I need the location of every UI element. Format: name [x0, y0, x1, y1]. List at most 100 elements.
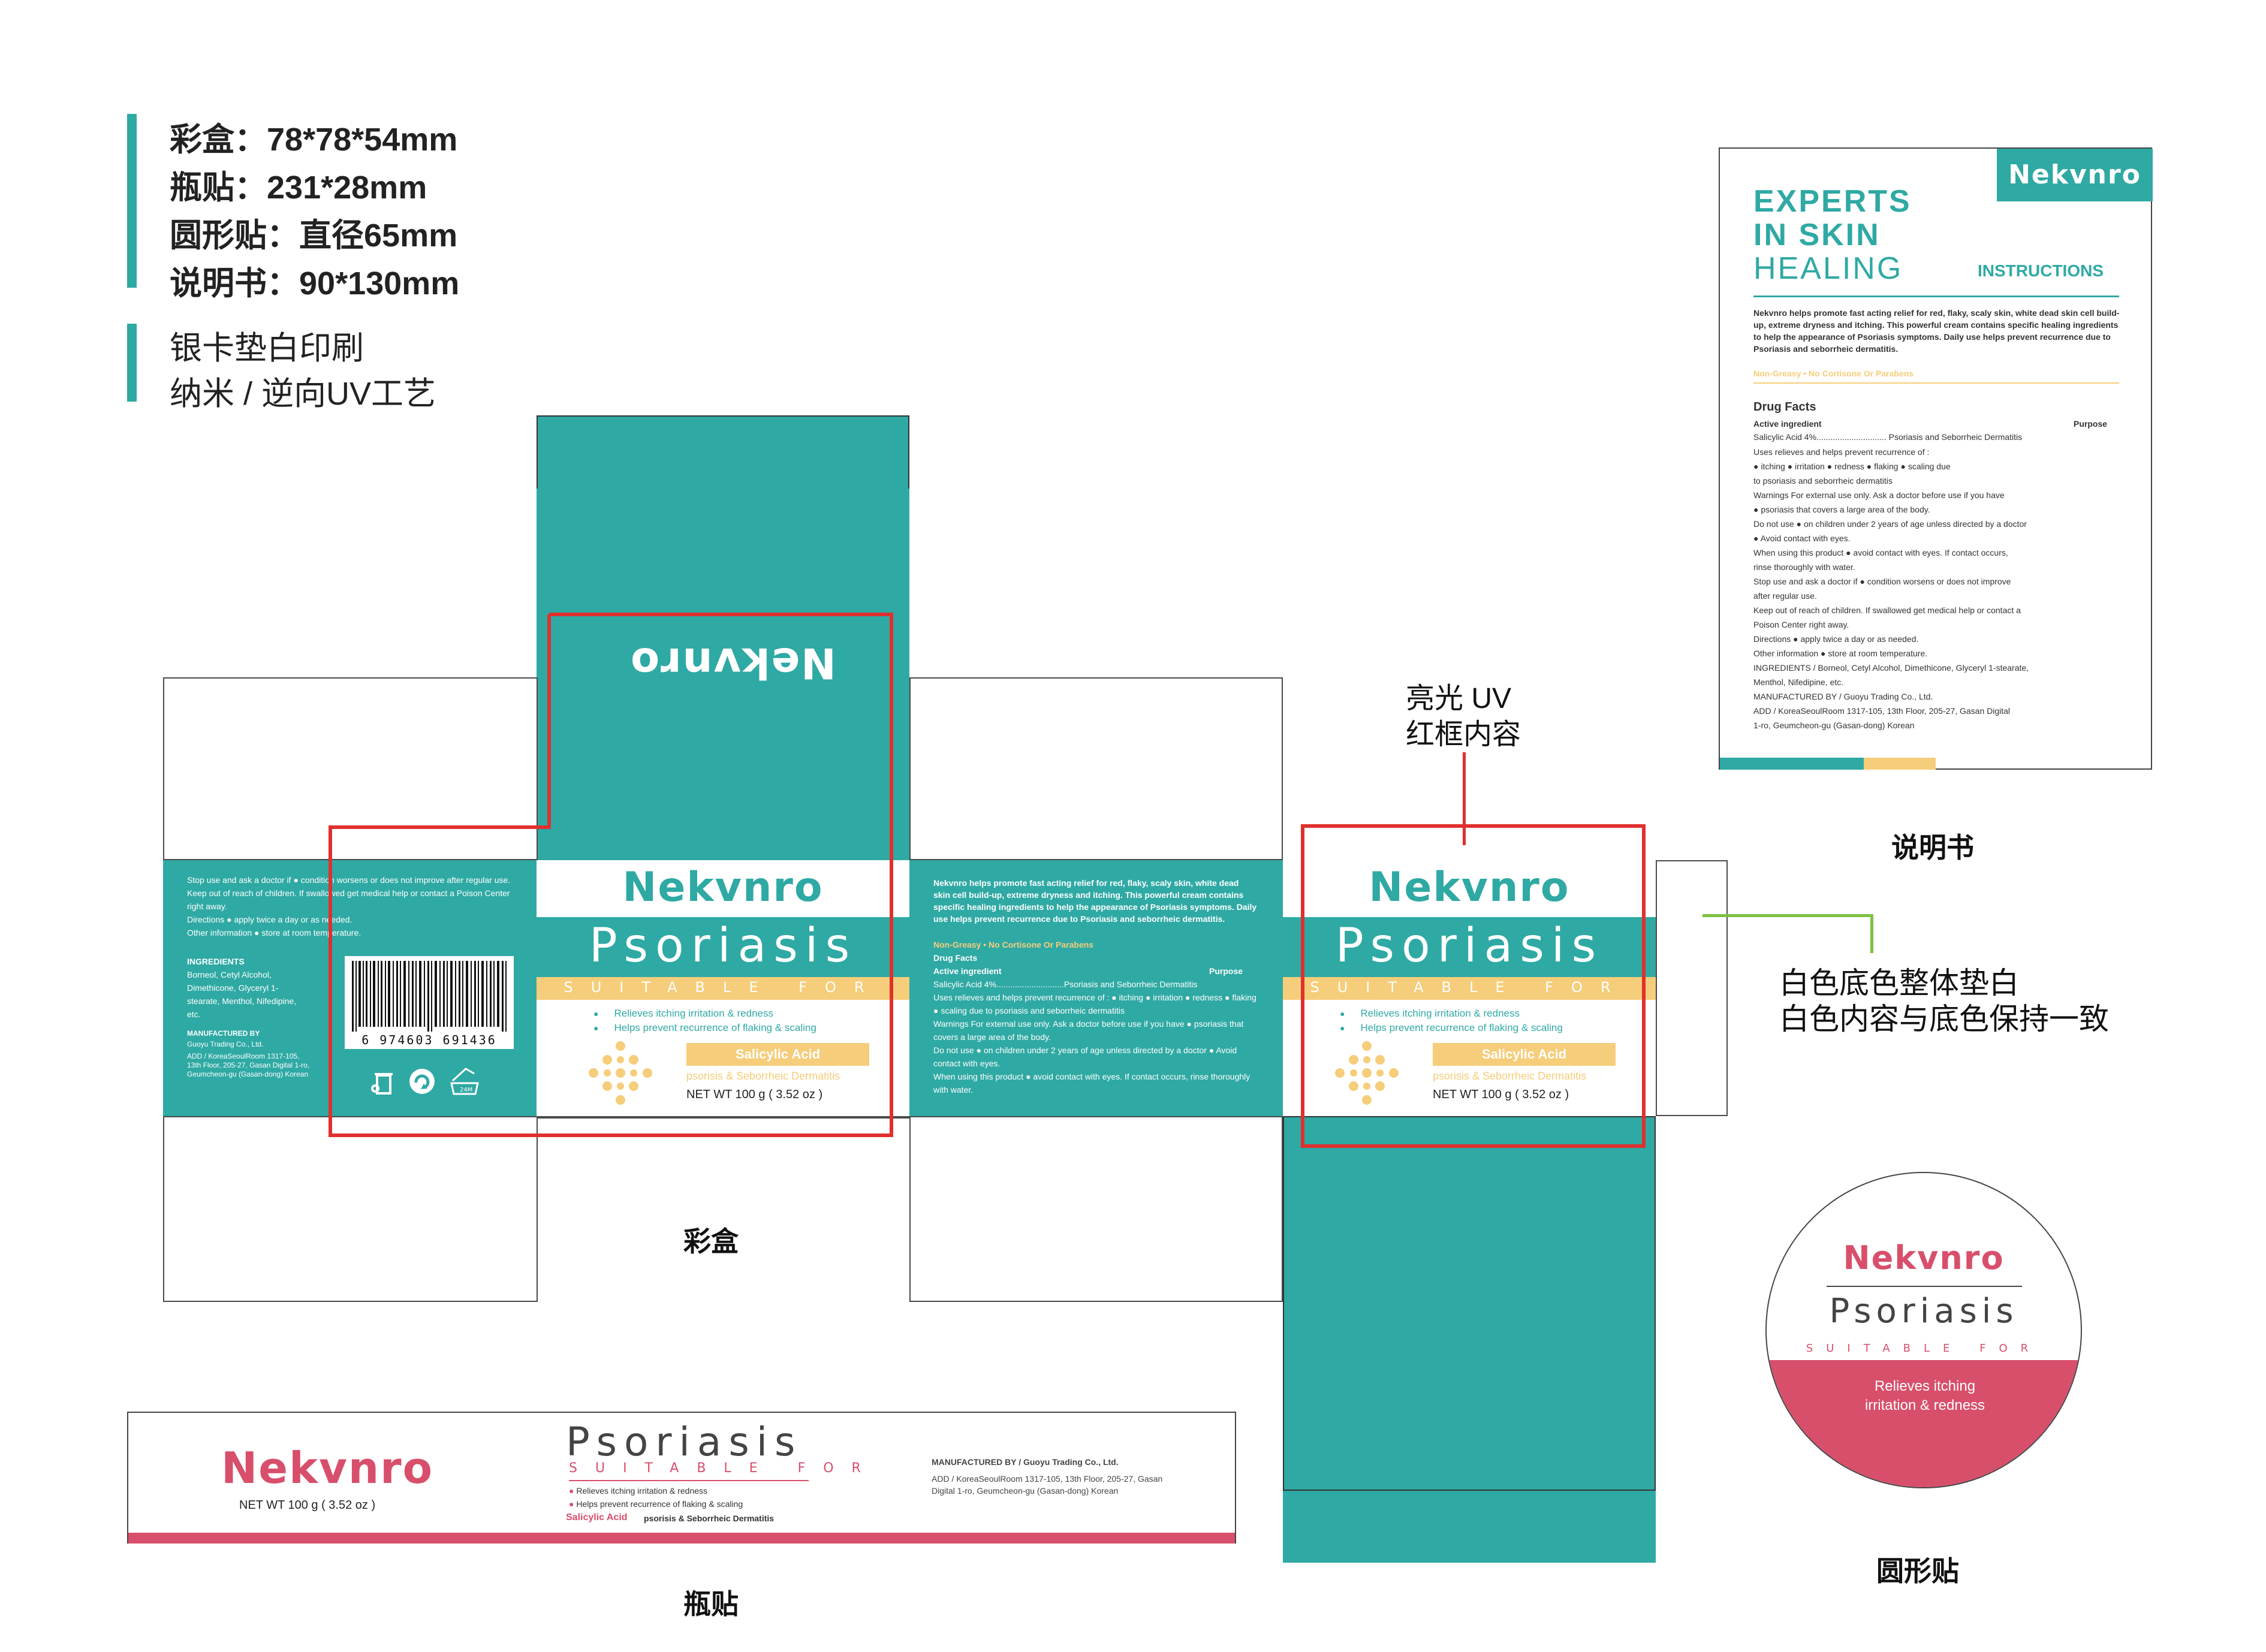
svg-text:24M: 24M — [460, 1087, 472, 1093]
uv-annotation-line1: 亮光 UV — [1406, 683, 1512, 715]
box-right-salicylic: Salicylic Acid — [1433, 1043, 1616, 1066]
instructions-brand: Nekvnro — [2008, 159, 2141, 190]
instructions-line: 1-ro, Geumcheon-gu (Gasan-dong) Korean — [1753, 721, 1915, 730]
instructions-line: When using this product ● avoid contact … — [1753, 548, 2008, 557]
instructions-line: ● psoriasis that covers a large area of … — [1753, 505, 1930, 514]
instructions-headline-3: HEALING — [1753, 251, 1903, 286]
box-front-suitable-for: SUITABLE FOR — [564, 979, 882, 996]
instructions-intro: Nekvnro helps promote fast acting relief… — [1753, 308, 2120, 354]
box-right-net-weight: NET WT 100 g ( 3.52 oz ) — [1433, 1088, 1569, 1101]
box-left-dust-flap-bottom — [163, 1116, 538, 1302]
caption-round-sticker: 圆形贴 — [1876, 1555, 1959, 1587]
instructions-purpose-label: Purpose — [2074, 419, 2108, 429]
box-front-panel-right: Nekvnro Psoriasis SUITABLE FOR Relieves … — [1283, 860, 1656, 1116]
side-ingredients-title: INGREDIENTS — [187, 957, 245, 966]
recycle-icon — [409, 1069, 435, 1094]
spec-accent-bar — [127, 114, 137, 288]
back-when-using: When using this product ● avoid contact … — [933, 1072, 1250, 1095]
instructions-active-label: Active ingredient — [1753, 419, 1822, 429]
bottle-suitable-for: SUITABLE FOR — [569, 1461, 879, 1476]
side-manufactured-title: MANUFACTURED BY — [187, 1029, 260, 1038]
spec-bottle-label-size: 瓶贴：231*28mm — [170, 170, 427, 206]
side-ingredients: Borneol, Cetyl Alcohol, Dimethicone, Gly… — [187, 970, 297, 1019]
box-tuck-flap — [537, 415, 909, 490]
instructions-headline-1: EXPERTS — [1753, 184, 1912, 219]
instructions-line: Keep out of reach of children. If swallo… — [1753, 605, 2021, 615]
spec-round-sticker-size: 圆形贴：直径65mm — [170, 218, 458, 254]
instructions-line: Menthol, Nifedipine, etc. — [1753, 677, 1844, 687]
barcode-bars — [352, 961, 507, 1032]
box-right-bullet-1: Relieves itching irritation & redness — [1340, 1008, 1520, 1020]
instructions-line: to psoriasis and seborrheic dermatitis — [1753, 476, 1893, 486]
instructions-line: Poison Center right away. — [1753, 620, 1849, 629]
instructions-footer-teal — [1720, 758, 1864, 770]
white-annotation-line2: 白色内容与底色保持一致 — [1779, 1002, 2109, 1036]
trash-bin-icon — [371, 1073, 393, 1095]
bottle-label: Nekvnro NET WT 100 g ( 3.52 oz ) Psorias… — [127, 1412, 1236, 1544]
bottle-product-name: Psoriasis — [566, 1419, 803, 1465]
instructions-label: INSTRUCTIONS — [1978, 261, 2104, 280]
box-front-bottom-edge — [537, 1116, 909, 1119]
print-method: 银卡垫白印刷 — [170, 330, 364, 366]
instructions-line: Other information ● store at room temper… — [1753, 649, 1928, 658]
bottle-divider — [569, 1480, 809, 1481]
box-right-suitable-for: SUITABLE FOR — [1310, 979, 1629, 996]
back-intro: Nekvnro helps promote fast acting relief… — [933, 878, 1257, 924]
instructions-line: Stop use and ask a doctor if ● condition… — [1753, 577, 2011, 586]
instructions-drug-facts: Drug Facts — [1753, 400, 1816, 414]
box-right-conditions: psorisis & Seborrheic Dermatitis — [1433, 1070, 1587, 1082]
box-right-band — [1283, 917, 1656, 977]
instructions-active-line: Salicylic Acid 4%.......................… — [1753, 432, 2023, 442]
instructions-line: Do not use ● on children under 2 years o… — [1753, 519, 2027, 529]
barcode-number: 6 974603 691436 — [361, 1033, 497, 1047]
round-divider — [1827, 1286, 2022, 1287]
uv-frame-left — [329, 613, 893, 1137]
molecule-ornament-icon — [589, 1041, 652, 1105]
instructions-body: Uses relieves and helps prevent recurren… — [1753, 445, 2131, 732]
box-right-dust-flap-bottom — [909, 1116, 1283, 1302]
spec-box-size: 彩盒：78*78*54mm — [170, 122, 458, 158]
box-bottom-tuck-flap — [1283, 1491, 1656, 1563]
bottle-manufactured: MANUFACTURED BY / Guoyu Trading Co., Ltd… — [932, 1457, 1119, 1467]
instructions-line: MANUFACTURED BY / Guoyu Trading Co., Ltd… — [1753, 692, 1933, 701]
box-front-band — [537, 917, 909, 977]
box-front-suitable-band — [537, 977, 909, 1000]
box-front-salicylic: Salicylic Acid — [686, 1043, 869, 1066]
box-right-dust-flap-top — [909, 677, 1283, 860]
box-front-conditions: psorisis & Seborrheic Dermatitis — [686, 1070, 840, 1082]
box-right-brand: Nekvnro — [1369, 864, 1570, 911]
print-process: 纳米 / 逆向UV工艺 — [170, 376, 436, 412]
instructions-claims: Non-Greasy • No Cortisone Or Parabens — [1753, 369, 1914, 378]
side-stop-use: Stop use and ask a doctor if ● condition… — [187, 875, 511, 911]
bottle-bullet-1-text: Relieves itching irritation & redness — [576, 1486, 708, 1496]
bottle-brand: Nekvnro — [221, 1443, 434, 1493]
round-brand: Nekvnro — [1843, 1239, 2005, 1277]
box-back-panel: Nekvnro helps promote fast acting relief… — [909, 860, 1283, 1116]
back-purpose-label: Purpose — [1209, 966, 1243, 976]
spec-instructions-size: 说明书：90*130mm — [170, 266, 460, 302]
box-right-product-name: Psoriasis — [1335, 919, 1604, 973]
print-accent-bar — [127, 324, 137, 402]
box-glue-flap — [1656, 860, 1728, 1116]
caption-bottle-label: 瓶贴 — [683, 1588, 739, 1620]
box-front-bullet-1: Relieves itching irritation & redness — [593, 1008, 773, 1020]
back-drug-facts: Drug Facts — [933, 953, 978, 963]
bottle-bullet-2: ● Helps prevent recurrence of flaking & … — [569, 1499, 743, 1509]
round-pink-band — [1767, 1360, 2081, 1487]
instructions-line: ● Avoid contact with eyes. — [1753, 533, 1851, 543]
back-do-not-use: Do not use ● on children under 2 years o… — [933, 1045, 1237, 1068]
box-front-brand: Nekvnro — [622, 864, 824, 911]
side-directions: Directions ● apply twice a day or as nee… — [187, 915, 352, 924]
bottle-net-weight: NET WT 100 g ( 3.52 oz ) — [239, 1499, 376, 1512]
back-active-label: Active ingredient — [933, 966, 1002, 976]
instructions-brand-tab — [1997, 149, 2153, 201]
side-other-info: Other information ● store at room temper… — [187, 928, 361, 937]
caption-color-box: 彩盒 — [683, 1226, 739, 1257]
side-manufacturer: Guoyu Trading Co., Ltd. — [187, 1040, 264, 1048]
bottle-footer-bar — [128, 1533, 1235, 1544]
caption-instructions: 说明书 — [1891, 832, 1974, 863]
box-top-panel: Nekvnro — [537, 489, 909, 860]
box-right-suitable-band — [1283, 977, 1656, 1000]
instructions-divider-1 — [1753, 296, 2119, 297]
period-after-opening-icon: 24M — [450, 1068, 479, 1095]
